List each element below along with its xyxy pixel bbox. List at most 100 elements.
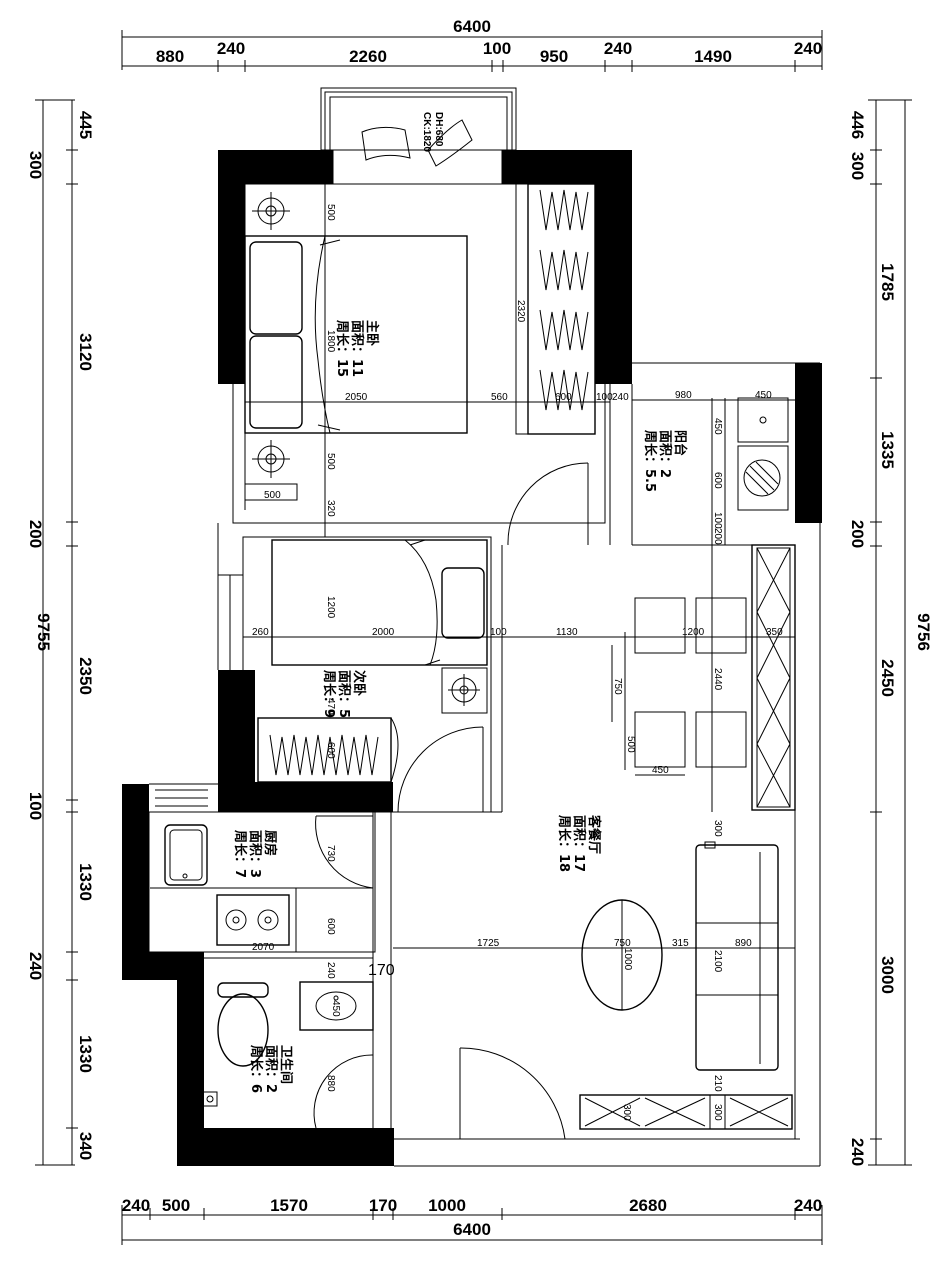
dim-ld-750: 750	[612, 678, 623, 695]
bottom-dim-2: 500	[162, 1196, 190, 1215]
door-swing	[397, 726, 484, 813]
door-swing	[507, 462, 589, 546]
wash-basin-icon	[299, 981, 374, 1031]
dim-ld-1725: 1725	[477, 938, 500, 949]
top-dim-4: 100	[483, 39, 511, 58]
dim-ld-350: 350	[766, 627, 783, 638]
top-total-dim: 6400	[453, 17, 491, 36]
left-dim-10: 340	[76, 1132, 95, 1160]
double-bed	[244, 235, 468, 434]
dim-ld-300b: 300	[712, 1104, 723, 1121]
room-area-kitchen: 面积：3	[247, 830, 263, 878]
balcony-label: 阳台 面积：2 周长：5.5	[642, 430, 688, 492]
left-dim-6: 100	[26, 792, 45, 820]
floor-drain-icon	[202, 1091, 218, 1107]
washer-top	[737, 397, 789, 443]
sofa	[695, 841, 779, 1071]
dim-ld-1000: 1000	[622, 948, 633, 971]
window-label-ck: CK:1820	[421, 112, 432, 152]
bottom-dimension-chain: 240 500 1570 170 1000 2680 240 6400	[121, 1196, 823, 1245]
dim-ld-315: 315	[672, 938, 689, 949]
top-dim-1: 880	[156, 47, 184, 66]
left-dim-2: 300	[26, 151, 45, 179]
dim-bal-600: 600	[712, 472, 723, 489]
door-swing	[315, 815, 374, 889]
dim-sb-100: 100	[490, 627, 507, 638]
right-dim-8: 240	[848, 1138, 867, 1166]
dim-mb-600: 600	[555, 392, 572, 403]
dim-bal-200: 200	[712, 528, 723, 545]
tv-cabinet	[579, 1094, 793, 1130]
nightstand-lamp-icon	[252, 440, 290, 478]
room-area-balcony: 面积：2	[657, 430, 673, 478]
dim-ld-300a: 300	[621, 1104, 632, 1121]
right-dim-3: 1785	[878, 263, 897, 301]
wardrobe	[257, 717, 392, 783]
left-dim-3: 3120	[76, 333, 95, 371]
dim-sb-2000: 2000	[372, 627, 395, 638]
room-perimeter-living: 周长：18	[556, 815, 572, 872]
left-dim-4: 200	[26, 520, 45, 548]
bathroom-furniture: 450 880	[202, 981, 374, 1129]
dim-bal-450v: 450	[712, 418, 723, 435]
dim-ld-210: 210	[712, 1075, 723, 1092]
top-dim-5: 950	[540, 47, 568, 66]
room-area-master: 面积：11	[349, 320, 365, 377]
top-dim-8: 240	[794, 39, 822, 58]
dim-mb-500-bot: 500	[325, 453, 336, 470]
right-dim-1: 446	[848, 111, 867, 139]
dim-k-730: 730	[325, 845, 336, 862]
dining-area: 750 500 450 1130 1200 350 2440 300	[556, 545, 783, 837]
gas-stove-icon	[216, 894, 290, 946]
dining-chair	[634, 711, 686, 768]
room-name-balcony: 阳台	[672, 430, 688, 456]
dim-ld-300: 300	[712, 820, 723, 837]
right-dim-5: 200	[848, 520, 867, 548]
balcony-furniture: 980 450 450 600 100 200	[632, 390, 795, 545]
right-dim-2: 300	[848, 152, 867, 180]
room-name-second: 次卧	[351, 670, 367, 696]
room-perimeter-kitchen: 周长：7	[232, 830, 248, 878]
dining-chair	[695, 597, 747, 654]
window-label-dh: DH:680	[433, 112, 444, 147]
room-perimeter-second: 周长：9	[321, 670, 337, 718]
single-bed	[271, 539, 488, 666]
dim-ld-1130: 1130	[556, 627, 578, 638]
top-dim-6: 240	[604, 39, 632, 58]
tall-cabinet	[751, 544, 796, 811]
dim-k-600: 600	[325, 918, 336, 935]
bottom-total-dim: 6400	[453, 1220, 491, 1239]
dining-chair	[695, 711, 747, 768]
dim-b-880: 880	[325, 1075, 336, 1092]
washing-machine-icon	[737, 445, 789, 511]
room-area-second: 面积：5	[336, 670, 352, 718]
second-bedroom-label: 次卧 面积：5 周长：9	[321, 670, 367, 718]
dim-mb-240: 240	[612, 392, 629, 403]
bay-window: CK:1820 DH:680	[320, 87, 517, 185]
dim-bal-450: 450	[755, 390, 772, 401]
dim-b-450: 450	[330, 1000, 341, 1017]
left-total-dim: 9755	[34, 613, 53, 651]
right-dim-6: 2450	[878, 659, 897, 697]
master-bedroom-label: 主卧 面积：11 周长：15	[334, 320, 380, 377]
room-name-bathroom: 卫生间	[278, 1045, 294, 1084]
pillow-icon	[249, 241, 303, 335]
room-perimeter-balcony: 周长：5.5	[642, 430, 658, 492]
pillow-icon	[441, 567, 485, 639]
room-area-bathroom: 面积：2	[263, 1045, 279, 1093]
fridge	[295, 887, 374, 953]
room-name-living: 客餐厅	[586, 815, 602, 854]
dim-bal-980: 980	[675, 390, 692, 401]
dim-mb-500-side: 500	[264, 490, 281, 501]
dim-ld-750b: 750	[614, 938, 631, 949]
entrance-door-swing	[459, 1047, 566, 1140]
dim-mb-320: 320	[325, 500, 336, 517]
dim-mb-100: 100	[596, 392, 613, 403]
dim-k-240: 240	[325, 962, 336, 979]
dim-mb-500-top: 500	[325, 204, 336, 221]
pillow-icon	[249, 335, 303, 429]
dim-k-170: 170	[368, 962, 395, 979]
bottom-dim-3: 1570	[270, 1196, 308, 1215]
nightstand-lamp-icon	[252, 192, 290, 230]
